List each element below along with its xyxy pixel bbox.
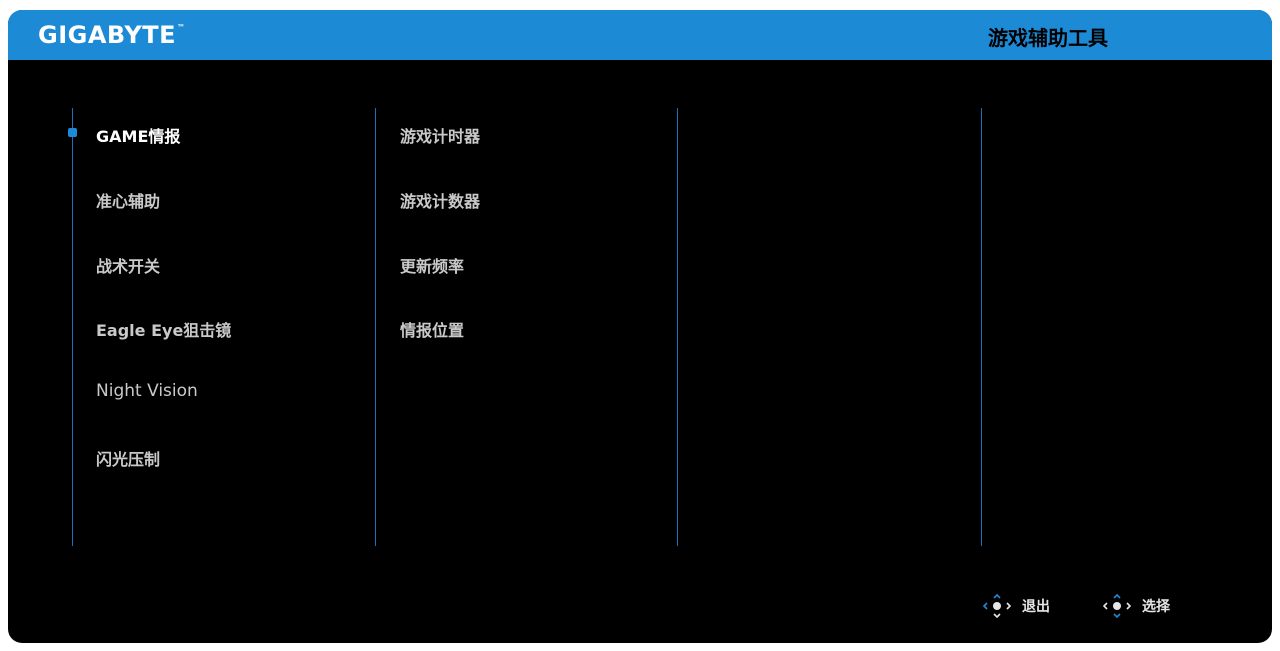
joystick-icon	[1102, 594, 1132, 618]
submenu-item-game-timer[interactable]: 游戏计时器	[400, 127, 481, 146]
brand-trademark: ™	[177, 23, 186, 32]
menu-item-flash-suppression[interactable]: 闪光压制	[96, 450, 161, 469]
header-bar: GIGABYTE™ 游戏辅助工具	[8, 10, 1272, 60]
submenu-item-info-position[interactable]: 情报位置	[400, 321, 465, 340]
joystick-icon	[982, 594, 1012, 618]
submenu-item-game-counter[interactable]: 游戏计数器	[400, 192, 481, 211]
column-divider-1	[72, 108, 73, 546]
menu-item-crosshair[interactable]: 准心辅助	[96, 192, 161, 211]
menu-item-night-vision[interactable]: Night Vision	[96, 381, 198, 401]
column-divider-2	[375, 108, 376, 546]
exit-label: 退出	[1022, 599, 1050, 615]
menu-item-game-info[interactable]: GAME情报	[96, 127, 181, 146]
brand-text: GIGABYTE	[38, 21, 177, 49]
osd-window: GIGABYTE™ 游戏辅助工具 GAME情报 准心辅助 战术开关 Eagle …	[8, 10, 1272, 643]
menu-item-eagle-eye[interactable]: Eagle Eye狙击镜	[96, 321, 232, 340]
menu-item-tactical-switch[interactable]: 战术开关	[96, 257, 161, 276]
exit-hint: 退出	[980, 594, 1050, 618]
selection-indicator-icon	[68, 128, 77, 137]
select-hint: 选择	[1100, 594, 1170, 618]
column-divider-4	[981, 108, 982, 546]
brand-logo: GIGABYTE™	[38, 21, 186, 49]
column-divider-3	[677, 108, 678, 546]
submenu-item-refresh-rate[interactable]: 更新频率	[400, 257, 465, 276]
menu-title: 游戏辅助工具	[988, 26, 1108, 50]
select-label: 选择	[1142, 599, 1170, 615]
